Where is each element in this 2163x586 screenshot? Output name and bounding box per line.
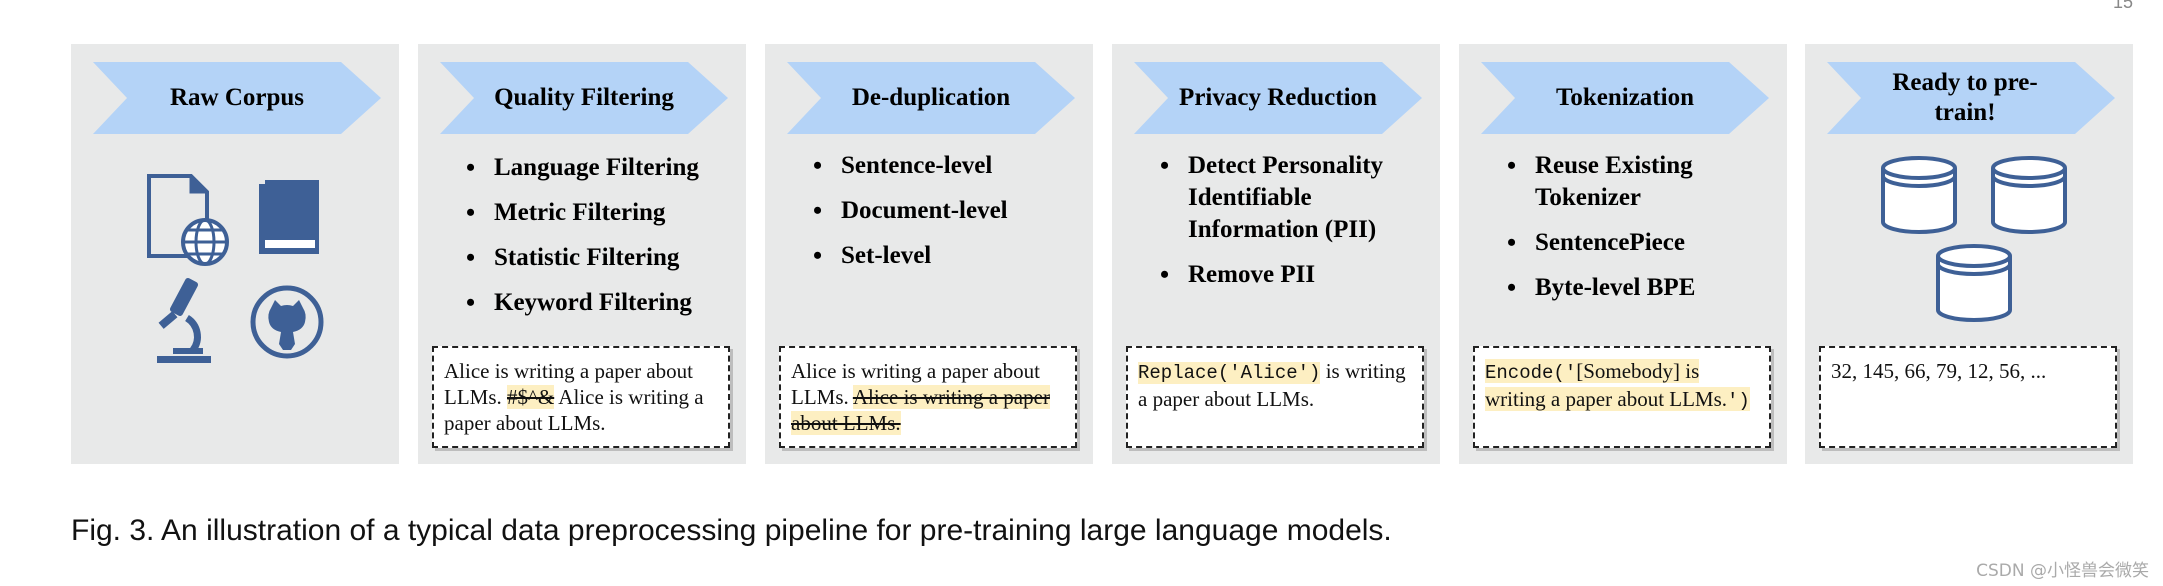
bullet-list: Reuse Existing Tokenizer SentencePiece B… xyxy=(1503,150,1773,317)
list-item: Keyword Filtering xyxy=(462,287,732,319)
chevron-arrow xyxy=(1481,62,1769,134)
stage-de-duplication: De-duplication Sentence-level Document-l… xyxy=(765,44,1093,464)
list-item: Detect Personality Identifiable Informat… xyxy=(1156,150,1426,246)
example-box: Encode('[Somebody] is writing a paper ab… xyxy=(1473,346,1771,448)
bullet-list: Language Filtering Metric Filtering Stat… xyxy=(462,152,732,332)
chevron-arrow xyxy=(1134,62,1422,134)
stage-title: Tokenization xyxy=(1555,84,1694,111)
example-box: 32, 145, 66, 79, 12, 56, ... xyxy=(1819,346,2117,448)
stage-title: Raw Corpus xyxy=(169,84,305,111)
watermark: CSDN @小怪兽会微笑 xyxy=(1976,561,2149,581)
example-box: Alice is writing a paper about LLMs. #$^… xyxy=(432,346,730,448)
code-snippet: Encode(' xyxy=(1485,362,1577,384)
stage-title: De-duplication xyxy=(851,84,1011,111)
example-text: Alice is writing a paper about LLMs. xyxy=(791,359,1041,409)
list-item: Byte-level BPE xyxy=(1503,272,1773,304)
book-icon xyxy=(259,180,319,254)
database-icon xyxy=(1881,156,1957,234)
stage-title: Ready to pre-train! xyxy=(1892,69,2038,126)
database-icon xyxy=(1991,156,2067,234)
stage-raw-corpus: Raw Corpus xyxy=(71,44,399,464)
example-box: Alice is writing a paper about LLMs. Ali… xyxy=(779,346,1077,448)
stage-quality-filtering: Quality Filtering Language Filtering Met… xyxy=(418,44,746,464)
github-icon xyxy=(250,285,324,359)
list-item: SentencePiece xyxy=(1503,227,1773,259)
list-item: Statistic Filtering xyxy=(462,242,732,274)
stage-title: Privacy Reduction xyxy=(1179,84,1377,111)
database-icon xyxy=(1936,244,2012,322)
page-number-fragment: 15 xyxy=(2112,0,2133,12)
example-text: is writing a paper about LLMs. xyxy=(1138,359,1406,411)
list-item: Set-level xyxy=(809,240,1079,272)
chevron-arrow xyxy=(787,62,1075,134)
web-document-icon xyxy=(147,174,229,266)
code-snippet: Replace('Alice') xyxy=(1138,362,1321,384)
stage-title: Quality Filtering xyxy=(494,84,674,111)
list-item: Document-level xyxy=(809,195,1079,227)
microscope-icon xyxy=(157,277,211,363)
token-ids: 32, 145, 66, 79, 12, 56, ... xyxy=(1831,359,2047,383)
figure-caption: Fig. 3. An illustration of a typical dat… xyxy=(71,514,1392,547)
stage-privacy-reduction: Privacy Reduction Detect Personality Ide… xyxy=(1112,44,1440,464)
bullet-list: Sentence-level Document-level Set-level xyxy=(809,150,1079,285)
chevron-arrow xyxy=(1827,62,2115,134)
list-item: Language Filtering xyxy=(462,152,732,184)
bullet-list: Detect Personality Identifiable Informat… xyxy=(1156,150,1426,304)
stage-ready-to-pre-train: Ready to pre-train! 32, 145, 66, 79, 12,… xyxy=(1805,44,2133,464)
example-box: Replace('Alice') is writing a paper abou… xyxy=(1126,346,1424,448)
code-snippet: ') xyxy=(1727,390,1750,412)
list-item: Reuse Existing Tokenizer xyxy=(1503,150,1773,214)
list-item: Metric Filtering xyxy=(462,197,732,229)
example-text: [Somebody] is writing a paper about LLMs… xyxy=(1485,359,1728,411)
chevron-arrow xyxy=(93,62,381,134)
removed-noise: #$^& xyxy=(507,385,555,409)
example-text: Alice is writing a paper about LLMs. xyxy=(444,385,704,435)
list-item: Remove PII xyxy=(1156,259,1426,291)
example-text: Alice is writing a paper about LLMs. xyxy=(444,359,694,409)
list-item: Sentence-level xyxy=(809,150,1079,182)
chevron-arrow xyxy=(440,62,728,134)
stage-tokenization: Tokenization Reuse Existing Tokenizer Se… xyxy=(1459,44,1787,464)
